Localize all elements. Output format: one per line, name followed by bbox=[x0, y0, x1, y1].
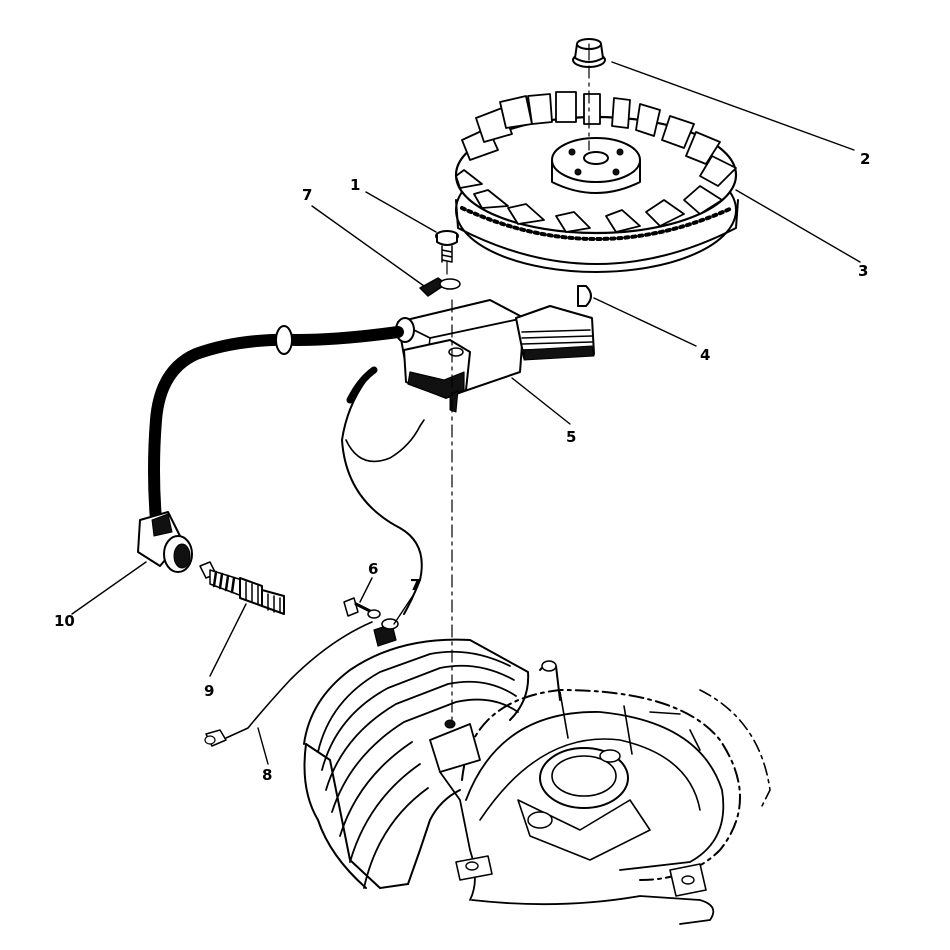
leader-4 bbox=[593, 297, 697, 347]
callout-labels: 1 2 3 4 5 6 7 7 8 9 10 bbox=[54, 150, 870, 784]
leader-10 bbox=[71, 561, 147, 615]
leader-1 bbox=[365, 191, 437, 233]
spark-plug-lead bbox=[137, 325, 404, 573]
callout-2: 2 bbox=[860, 150, 870, 168]
callout-8: 8 bbox=[262, 766, 272, 784]
leader-5 bbox=[511, 377, 571, 425]
callout-9: 9 bbox=[204, 682, 214, 700]
flywheel-nut bbox=[572, 38, 606, 68]
mounting-screw bbox=[435, 230, 459, 263]
leader-7b bbox=[393, 593, 415, 625]
ground-screw bbox=[343, 597, 381, 619]
engine-block bbox=[303, 638, 771, 925]
leader-3 bbox=[735, 189, 861, 263]
flywheel-key bbox=[577, 285, 592, 307]
leader-6 bbox=[359, 577, 373, 603]
ground-wire bbox=[204, 621, 373, 747]
leader-lines bbox=[71, 61, 861, 765]
spark-plug bbox=[199, 561, 285, 615]
callout-7-upper: 7 bbox=[302, 186, 312, 204]
ground-terminal-upper bbox=[419, 277, 461, 297]
callout-7-lower: 7 bbox=[410, 576, 420, 594]
ground-wire-loop bbox=[341, 366, 425, 615]
ignition-module bbox=[395, 299, 595, 413]
callout-6: 6 bbox=[368, 560, 378, 578]
assembly-axis bbox=[446, 65, 590, 721]
callout-10: 10 bbox=[54, 612, 75, 630]
leader-7a bbox=[311, 205, 425, 287]
flywheel bbox=[454, 91, 739, 273]
flywheel-fins bbox=[455, 91, 737, 233]
leader-2 bbox=[611, 61, 855, 151]
callout-1: 1 bbox=[350, 176, 360, 194]
callout-3: 3 bbox=[858, 262, 868, 280]
callout-4: 4 bbox=[700, 346, 710, 364]
ground-terminal-lower bbox=[373, 618, 399, 647]
leader-9 bbox=[209, 603, 247, 677]
callout-5: 5 bbox=[566, 428, 576, 446]
leader-8 bbox=[257, 727, 269, 765]
